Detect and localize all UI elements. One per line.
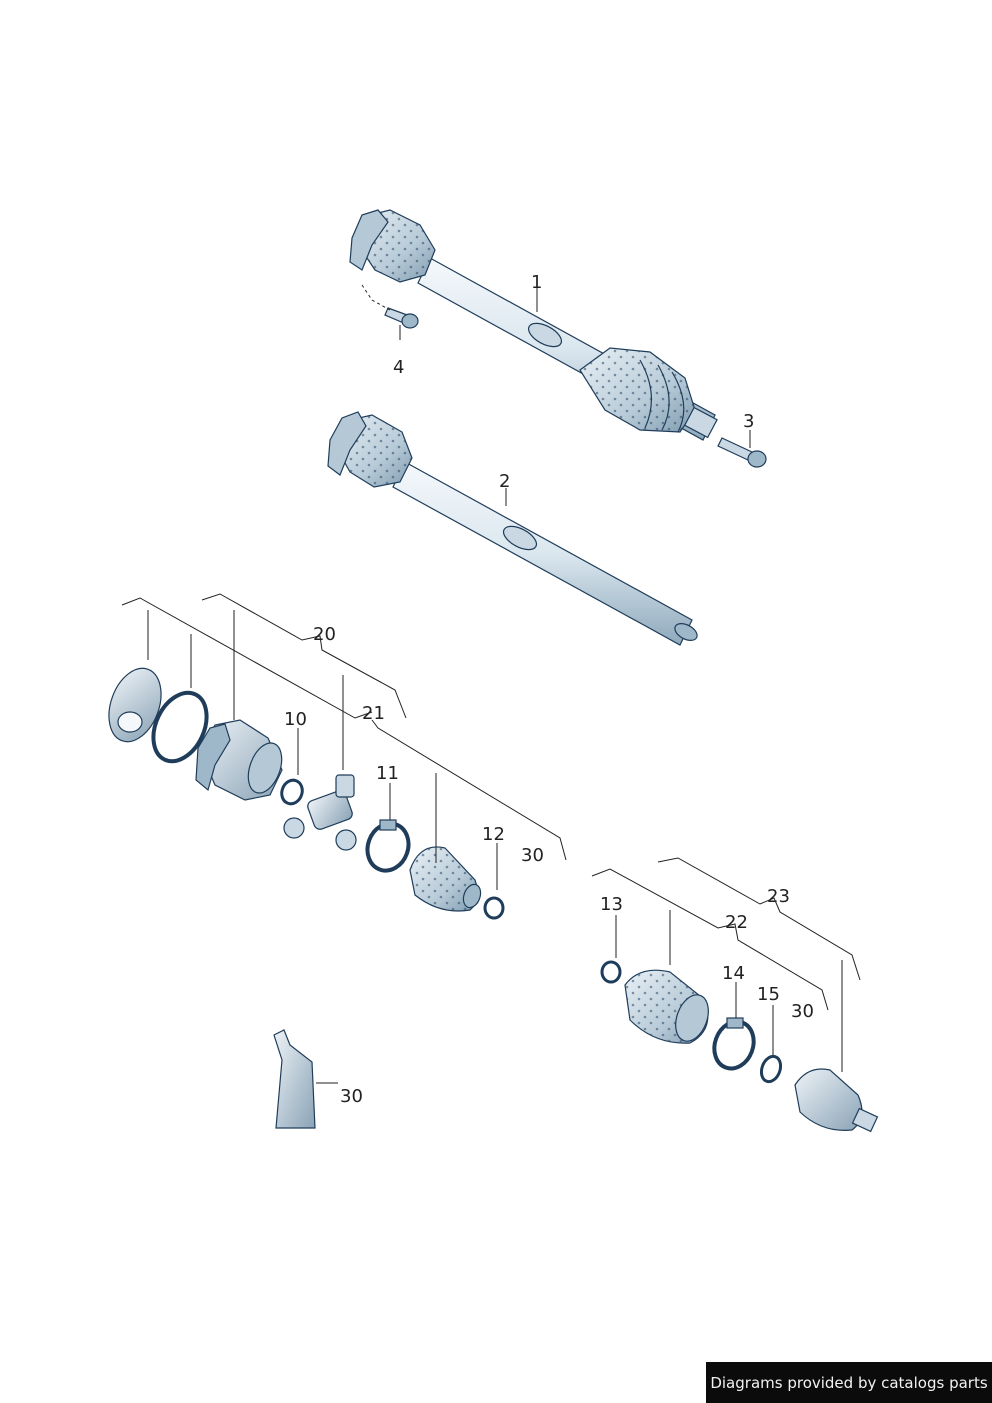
circlip-15	[759, 1054, 783, 1084]
clamp-13	[600, 960, 622, 984]
flange-housing	[195, 719, 283, 801]
callout-15: 15	[757, 984, 780, 1005]
circlip-10	[280, 778, 304, 806]
callout-4: 4	[393, 357, 404, 378]
bolt-3	[717, 437, 767, 468]
callout-11: 11	[376, 763, 399, 784]
diagram-credit-banner: Diagrams provided by catalogs parts	[706, 1362, 992, 1403]
callout-21: 21	[362, 703, 385, 724]
callout-10: 10	[284, 709, 307, 730]
o-ring	[151, 690, 209, 764]
callout-12: 12	[482, 824, 505, 845]
spider-joint	[283, 774, 357, 851]
grease-tube	[273, 1029, 316, 1129]
drive-shaft-2	[327, 411, 698, 646]
callouts: 1 2 3 4 10 11 12 13 14 15 20 21 22 23 30…	[284, 272, 814, 1107]
boot-right	[624, 969, 709, 1044]
callout-23: 23	[767, 886, 790, 907]
clamp-12	[483, 896, 505, 920]
bolt-4	[361, 284, 419, 329]
callout-13: 13	[600, 894, 623, 915]
callout-14: 14	[722, 963, 745, 984]
dust-cover	[108, 667, 162, 743]
callout-30-b: 30	[791, 1001, 814, 1022]
callout-2: 2	[499, 471, 510, 492]
boot-left	[409, 846, 482, 912]
callout-30-c: 30	[340, 1086, 363, 1107]
callout-22: 22	[725, 912, 748, 933]
clamp-11	[365, 819, 411, 873]
leader-lines	[121, 288, 861, 1084]
clamp-14	[712, 1017, 756, 1071]
drive-shaft-1	[349, 209, 718, 441]
callout-1: 1	[531, 272, 542, 293]
callout-20: 20	[313, 624, 336, 645]
callout-30-a: 30	[521, 845, 544, 866]
callout-3: 3	[743, 411, 754, 432]
cv-joint	[794, 1068, 879, 1133]
